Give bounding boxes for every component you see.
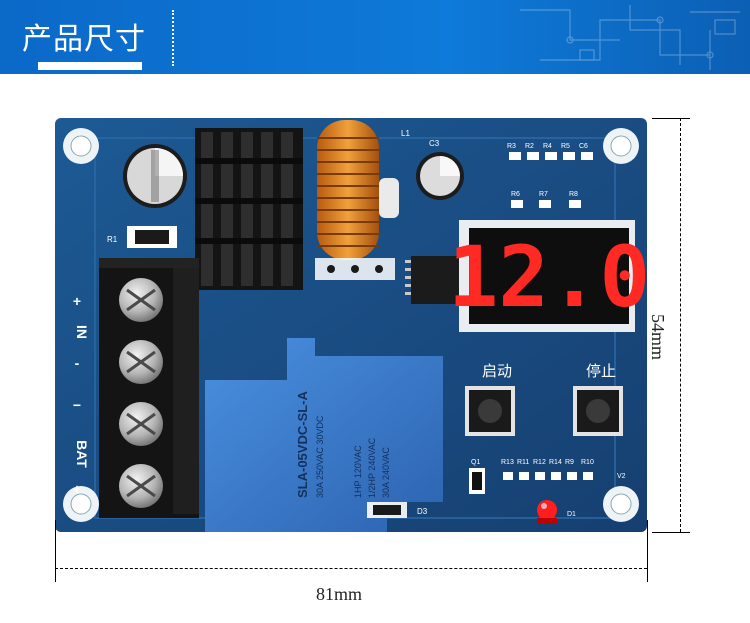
stop-button-label: 停止 — [586, 362, 616, 380]
stop-button-body — [573, 386, 623, 436]
start-button-body — [465, 386, 515, 436]
pcb-board-image: R1 L1 — [55, 118, 647, 532]
silk-r10: R10 — [581, 459, 594, 466]
relay-rating-1: 30A 250VAC 30VDC — [315, 415, 325, 498]
label-bat-minus: − — [73, 397, 81, 413]
led-display — [459, 220, 635, 332]
silk-r11: R11 — [517, 459, 529, 466]
capacitor-left — [123, 144, 187, 208]
toroid-inductor — [317, 120, 399, 260]
display-readout: 12.0 — [448, 228, 647, 326]
height-dim-bottom-tick — [652, 532, 690, 533]
product-stage: R1 L1 — [0, 74, 750, 623]
status-led — [537, 500, 557, 524]
label-bat: BAT — [74, 440, 90, 468]
width-dim-left-tick — [55, 520, 56, 582]
relay-rating-4: 30A 240VAC — [381, 447, 391, 498]
width-dim-right-tick — [647, 520, 648, 582]
silk-r13: R13 — [501, 459, 514, 466]
capacitor-c3 — [416, 152, 464, 200]
relay — [205, 338, 443, 532]
silk-r7: R7 — [539, 191, 548, 198]
silk-r14: R14 — [549, 459, 562, 466]
silk-r5: R5 — [561, 143, 570, 150]
height-dim-top-tick — [652, 118, 690, 119]
silk-d1: D1 — [567, 511, 576, 518]
header-divider — [172, 10, 174, 66]
silk-r12: R12 — [533, 459, 546, 466]
relay-rating-3: 1/2HP 240VAC — [367, 437, 377, 498]
smd-resistors-top — [509, 152, 593, 208]
mounting-holes — [63, 128, 639, 522]
width-dim-line — [55, 568, 647, 569]
header-banner: 产品尺寸 — [0, 0, 750, 74]
height-dim-line — [680, 118, 681, 532]
silk-q1: Q1 — [471, 459, 480, 466]
label-in: IN — [74, 325, 90, 339]
label-in-plus: + — [73, 293, 81, 309]
title-underline — [38, 62, 142, 70]
label-in-minus: - — [75, 355, 80, 371]
silk-r1: R1 — [107, 235, 118, 244]
silk-r8: R8 — [569, 191, 578, 198]
start-button-label: 启动 — [482, 362, 512, 380]
page-title: 产品尺寸 — [22, 22, 146, 57]
terminal-block — [99, 258, 199, 518]
silk-d3: D3 — [417, 507, 428, 516]
label-bat-plus: + — [73, 481, 81, 497]
silk-r9: R9 — [565, 459, 574, 466]
circuit-pattern-decoration — [520, 5, 740, 70]
silk-c6: C6 — [579, 143, 588, 150]
silk-r4: R4 — [543, 143, 552, 150]
width-dimension-label: 81mm — [316, 584, 363, 604]
relay-model: SLA-05VDC-SL-A — [295, 390, 310, 498]
silk-r2: R2 — [525, 143, 534, 150]
silk-r3: R3 — [507, 143, 516, 150]
relay-rating-2: 1HP 120VAC — [353, 445, 363, 498]
height-dimension-label: 54mm — [648, 314, 668, 361]
silk-r6: R6 — [511, 191, 520, 198]
silk-c3: C3 — [429, 139, 440, 148]
ic-chip — [405, 256, 465, 304]
heatsink — [195, 128, 303, 290]
silk-l1: L1 — [401, 129, 410, 138]
silk-v2: V2 — [617, 473, 626, 480]
